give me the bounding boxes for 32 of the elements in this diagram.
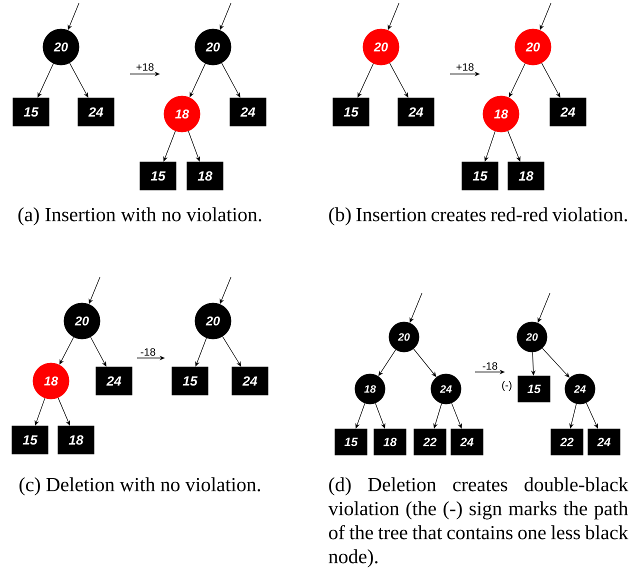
leaf-box: 15 [12, 426, 48, 454]
leaf-box: 15 [334, 428, 368, 456]
side-mark: (-) [502, 381, 512, 391]
leaf-box: 15 [12, 98, 50, 126]
leaf-box: 18 [58, 426, 94, 454]
leaf-box: 18 [186, 162, 224, 190]
leaf-box: 24 [78, 98, 114, 126]
caption: (d) Deletion creates double-black violation (the (-) sign marks the path of the tree that contains one less black node). [328, 477, 628, 568]
leaf-box: 15 [462, 162, 498, 190]
leaf-box: 15 [172, 366, 208, 396]
leaf-box: 22 [414, 428, 446, 456]
operation-label: +18 [456, 63, 474, 71]
leaf-box: 18 [508, 162, 544, 190]
leaf-box: 15 [518, 376, 550, 402]
leaf-box: 22 [550, 428, 584, 456]
operation-label: -18 [140, 348, 156, 356]
leaf-box: 24 [550, 98, 586, 126]
caption: (a) Insertion with no violation. [18, 207, 262, 226]
operation-label: +18 [136, 63, 154, 71]
caption: (c) Deletion with no violation. [20, 477, 260, 496]
leaf-box: 24 [230, 98, 266, 126]
leaf-box: 18 [374, 428, 406, 456]
leaf-box: 15 [332, 98, 370, 126]
arrow [508, 63, 526, 98]
leaf-box: 15 [140, 162, 176, 190]
leaf-box: 24 [450, 428, 484, 456]
operation-label: -18 [482, 362, 498, 370]
leaf-box: 24 [232, 366, 268, 396]
leaf-box: 24 [398, 98, 434, 126]
caption: (b) Insertion creates red-red violation. [329, 207, 627, 226]
leaf-box: 24 [96, 366, 132, 396]
leaf-box: 24 [588, 428, 620, 456]
